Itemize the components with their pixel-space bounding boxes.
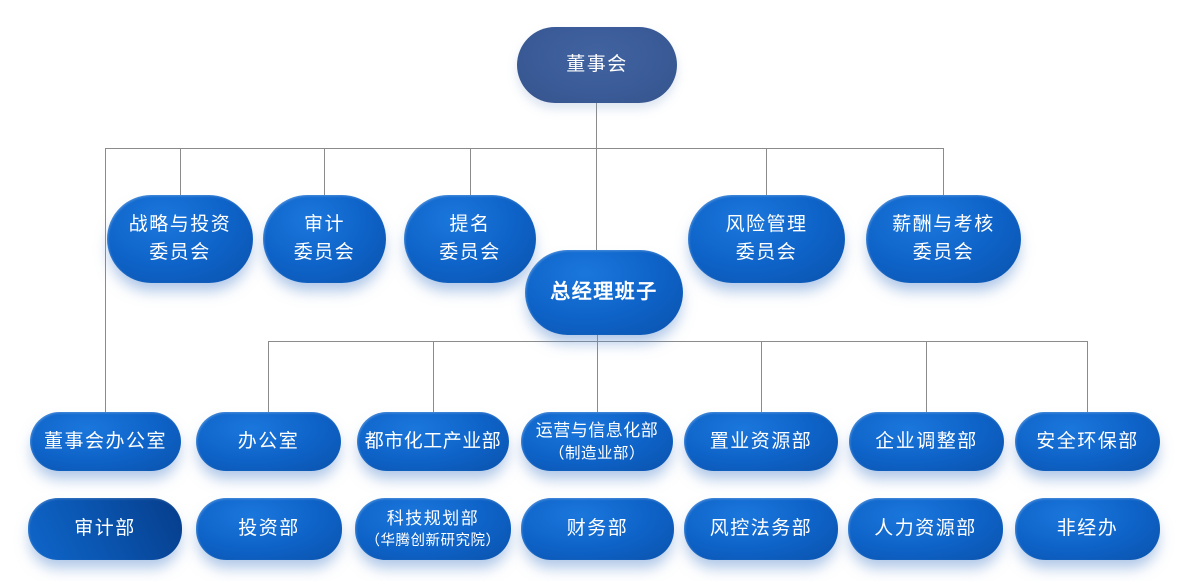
org-node-label: 风险管理 <box>725 214 808 236</box>
org-node-dept-risk-control-legal: 风控法务部 <box>684 498 838 560</box>
org-node-label: 总经理班子 <box>550 281 658 303</box>
connector-drop-committee-5 <box>943 148 944 196</box>
org-node-dept-board-office: 董事会办公室 <box>30 412 181 471</box>
connector-gm-to-bar <box>597 335 598 412</box>
org-node-label: 审计 <box>303 214 345 236</box>
connector-drop-board-office <box>105 148 106 412</box>
org-node-board: 董事会 <box>517 27 677 103</box>
org-node-committee-strategy-investment: 战略与投资 委员会 <box>107 195 253 283</box>
org-node-label: 审计部 <box>74 518 136 540</box>
connector-drop-committee-4 <box>766 148 767 196</box>
org-node-dept-operations-informatization: 运营与信息化部 （制造业部） <box>521 412 673 471</box>
org-node-dept-urban-chemical: 都市化工产业部 <box>357 412 509 471</box>
org-node-label: 委员会 <box>439 242 501 263</box>
org-node-dept-investment: 投资部 <box>196 498 342 560</box>
org-node-dept-audit: 审计部 <box>28 498 182 560</box>
org-node-dept-non-operating: 非经办 <box>1015 498 1160 560</box>
org-node-dept-property-resources: 置业资源部 <box>684 412 838 471</box>
org-node-dept-safety-environment: 安全环保部 <box>1015 412 1160 471</box>
connector-drop-dept-6 <box>1087 341 1088 412</box>
org-node-dept-finance: 财务部 <box>521 498 674 560</box>
connector-drop-dept-2 <box>433 341 434 412</box>
org-node-label: 提名 <box>449 214 491 236</box>
org-node-dept-enterprise-adjustment: 企业调整部 <box>849 412 1004 471</box>
org-node-label: 企业调整部 <box>875 430 978 452</box>
connector-drop-committee-1 <box>180 148 181 196</box>
connector-drop-dept-4 <box>761 341 762 412</box>
org-node-label: 委员会 <box>149 242 211 263</box>
org-node-label: 置业资源部 <box>709 430 813 452</box>
org-node-dept-human-resources: 人力资源部 <box>848 498 1003 560</box>
org-node-label: 财务部 <box>566 518 629 540</box>
org-node-sublabel: （制造业部） <box>548 444 645 462</box>
org-node-label: 风控法务部 <box>709 518 813 540</box>
org-node-label: 人力资源部 <box>874 518 977 540</box>
connector-top-bar <box>105 148 943 149</box>
org-node-label: 投资部 <box>238 518 300 540</box>
org-node-label: 薪酬与考核 <box>892 214 995 236</box>
org-node-label: 战略与投资 <box>128 214 232 236</box>
org-node-label: 办公室 <box>237 430 300 452</box>
org-node-gm-team: 总经理班子 <box>525 250 683 335</box>
connector-drop-dept-1 <box>268 341 269 412</box>
org-node-label: 委员会 <box>735 242 798 263</box>
org-node-label: 董事会办公室 <box>43 430 167 452</box>
org-node-label: 运营与信息化部 <box>535 421 659 441</box>
connector-drop-committee-2 <box>324 148 325 196</box>
org-node-label: 科技规划部 <box>386 509 480 529</box>
org-node-label: 委员会 <box>293 242 356 263</box>
org-node-dept-technology-planning: 科技规划部 （华腾创新研究院） <box>355 498 511 560</box>
org-node-dept-office: 办公室 <box>196 412 341 471</box>
org-node-label: 安全环保部 <box>1036 430 1139 452</box>
connector-dept-bar <box>268 341 1087 342</box>
org-node-label: 董事会 <box>566 54 628 76</box>
connector-board-to-gm <box>596 103 597 250</box>
org-node-label: 都市化工产业部 <box>364 430 502 452</box>
org-node-committee-audit: 审计 委员会 <box>263 195 386 283</box>
org-node-committee-nomination: 提名 委员会 <box>404 195 536 283</box>
org-node-committee-compensation-assessment: 薪酬与考核 委员会 <box>866 195 1021 283</box>
org-node-label: 委员会 <box>912 242 975 263</box>
connector-drop-committee-3 <box>470 148 471 196</box>
connector-drop-dept-5 <box>926 341 927 412</box>
org-node-sublabel: （华腾创新研究院） <box>365 532 501 549</box>
org-node-label: 非经办 <box>1056 518 1119 540</box>
org-node-committee-risk-management: 风险管理 委员会 <box>688 195 845 283</box>
